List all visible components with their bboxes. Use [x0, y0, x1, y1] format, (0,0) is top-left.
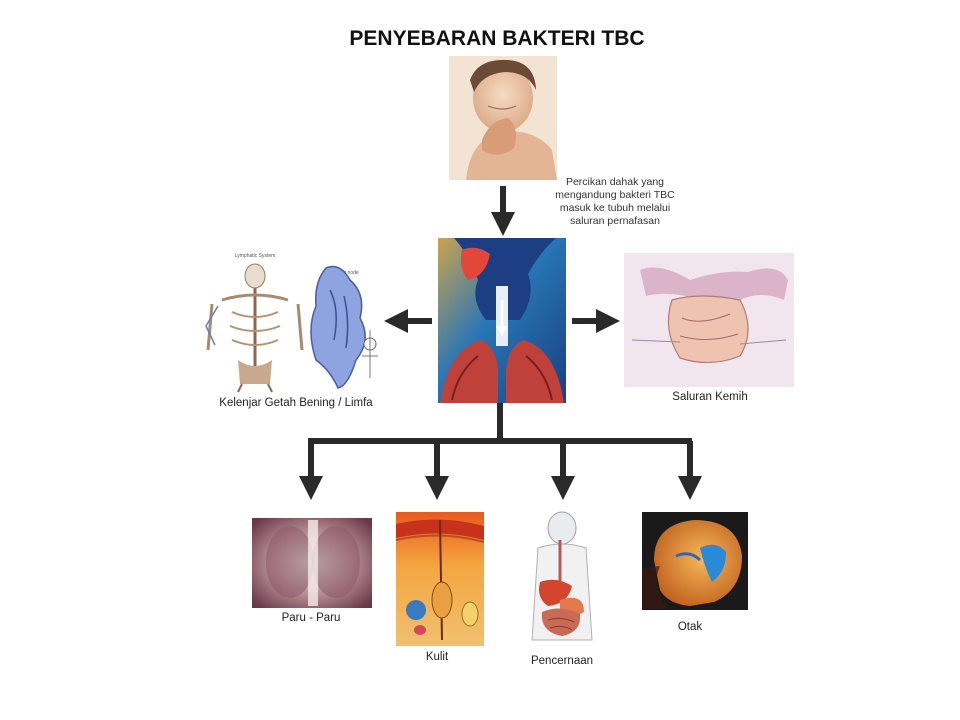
brain-label: Otak [678, 621, 703, 633]
source-note-line-4: saluran pernafasan [570, 215, 660, 227]
lymphatic-system-image: Lymphatic System [205, 253, 304, 393]
digestion-label: Pencernaan [531, 655, 593, 667]
source-note-line-2: mengandung bakteri TBC [555, 189, 675, 201]
lymph-node-image: Lymph node [310, 265, 378, 389]
brain-image [642, 512, 748, 610]
diagram-title: PENYEBARAN BAKTERI TBC [349, 27, 644, 50]
skin-cross-section-image [395, 512, 485, 646]
skin-label: Kulit [426, 651, 449, 663]
urinary-label: Saluran Kemih [672, 391, 747, 403]
lungs-label: Paru - Paru [282, 612, 341, 624]
branch-connector [299, 403, 702, 500]
digestive-system-image [531, 511, 593, 641]
respiratory-tract-image [438, 238, 566, 403]
lungs-xray-image [252, 518, 372, 608]
coughing-person-image [449, 56, 557, 180]
urinary-tract-image [624, 253, 794, 387]
source-note: Percikan dahak yang mengandung bakteri T… [555, 176, 675, 227]
source-note-line-1: Percikan dahak yang [566, 176, 664, 188]
lymph-label: Kelenjar Getah Bening / Limfa [219, 397, 373, 409]
lymphatic-system-sublabel: Lymphatic System [235, 253, 276, 259]
source-note-line-3: masuk ke tubuh melalui [560, 202, 670, 214]
